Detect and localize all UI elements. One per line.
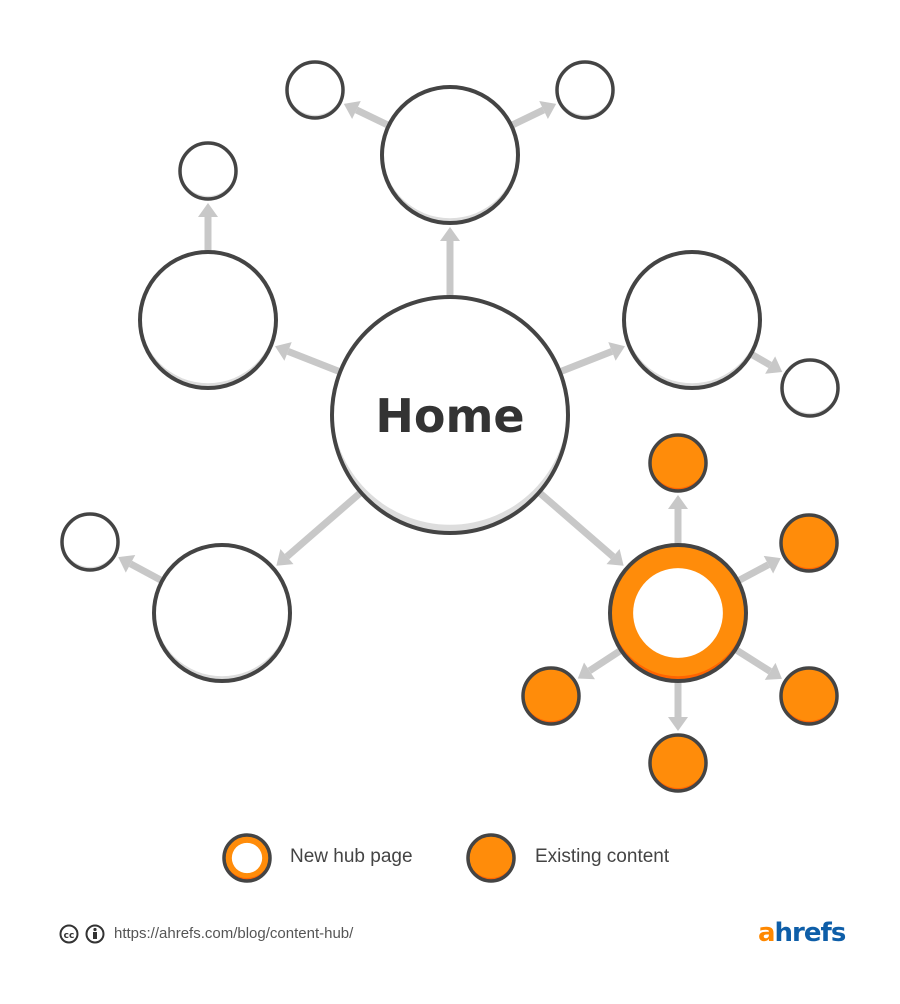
- arrow-hub-to-o3: [733, 646, 782, 680]
- legend-existing-content: Existing content: [535, 846, 670, 867]
- source-url[interactable]: https://ahrefs.com/blog/content-hub/: [114, 925, 354, 942]
- arrow-home-to-right: [558, 342, 625, 376]
- legend-new-hub-page: New hub page: [290, 846, 413, 867]
- arrow-hub-to-o4: [668, 681, 688, 731]
- svg-text:cc: cc: [64, 931, 75, 941]
- arrow-home-to-left: [275, 342, 342, 376]
- page-node: [152, 543, 292, 683]
- arrow-hub-to-o5: [577, 647, 623, 680]
- page-node: [138, 250, 278, 390]
- arrow-home-to-bl: [276, 489, 364, 566]
- page-node: [285, 60, 345, 120]
- arrow-right-to-rsm: [749, 350, 783, 374]
- arrow-left-to-lsm: [198, 203, 218, 252]
- home-label: Home: [375, 389, 524, 443]
- arrow-home-to-hub: [536, 489, 624, 566]
- attribution-icon: [85, 924, 105, 944]
- page-node: [555, 60, 615, 120]
- existing-content-node: [779, 513, 839, 573]
- arrow-top-to-tl: [343, 100, 391, 129]
- hub-page-node: [608, 543, 748, 683]
- existing-content-node: [779, 666, 839, 726]
- page-node: [780, 358, 840, 418]
- ahrefs-logo: ahrefs: [758, 918, 846, 948]
- arrow-hub-to-o2: [736, 555, 781, 585]
- hub-circle-icon: [222, 833, 272, 883]
- arrow-hub-to-o1: [668, 495, 688, 545]
- arrow-top-to-tr: [509, 100, 557, 129]
- existing-content-node: [521, 666, 581, 726]
- creative-commons-icon: cc: [59, 924, 79, 944]
- orange-circle-icon: [466, 833, 516, 883]
- arrows: [118, 100, 783, 731]
- page-node: [380, 85, 520, 225]
- page-node: [622, 250, 762, 390]
- nodes: [60, 60, 840, 883]
- existing-content-node: [648, 733, 708, 793]
- page-node: [60, 512, 120, 572]
- arrow-home-to-top: [440, 227, 460, 297]
- page-node: [178, 141, 238, 201]
- existing-content-node: [648, 433, 708, 493]
- arrow-bl-to-blsm: [118, 554, 164, 584]
- home-node: [330, 295, 570, 535]
